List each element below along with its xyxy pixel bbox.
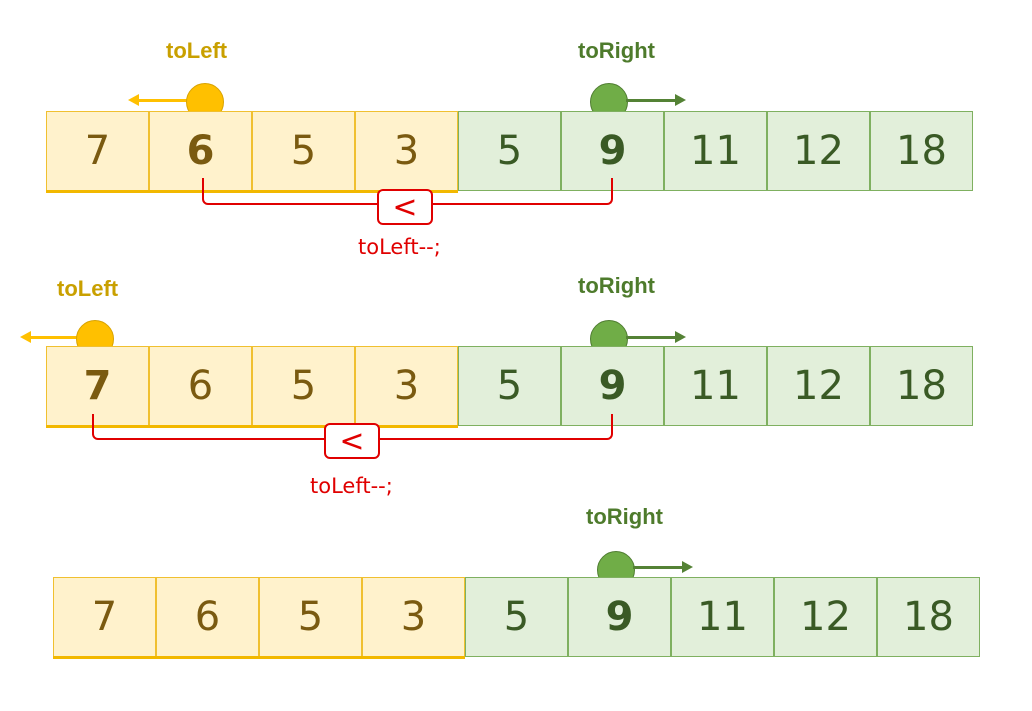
array-cell: 18: [877, 577, 980, 657]
array-cell: 7: [53, 577, 156, 657]
array-cell: 5: [458, 346, 561, 426]
step-2: toLeft toRight 7 6 5 3 5 9 11 12 18 < to…: [0, 0, 1032, 498]
right-arrow-icon: [626, 331, 686, 343]
array-cell: 12: [774, 577, 877, 657]
left-partition-underline: [46, 190, 458, 193]
array-cell: 5: [259, 577, 362, 657]
array-cell: 5: [252, 111, 355, 191]
array-cell: 12: [767, 111, 870, 191]
array-cell-to-left: 6: [149, 111, 252, 191]
step-1: toLeft toRight 7 6 5 3 5 9 11 12 18 < to…: [0, 0, 1032, 259]
array-cell: 18: [870, 111, 973, 191]
right-arrow-icon: [633, 561, 693, 573]
left-arrow-icon: [128, 94, 190, 106]
array-cell: 6: [156, 577, 259, 657]
left-arrow-icon: [20, 331, 80, 343]
array-cell-to-right: 9: [561, 111, 664, 191]
array-cell: 7: [46, 111, 149, 191]
array-cell: 18: [870, 346, 973, 426]
array-row: 7 6 5 3 5 9 11 12 18: [46, 111, 973, 191]
to-right-label: toRight: [578, 273, 655, 298]
array-cell: 5: [465, 577, 568, 657]
array-cell-to-right: 9: [561, 346, 664, 426]
to-right-label: toRight: [586, 504, 663, 529]
array-cell: 6: [149, 346, 252, 426]
array-cell: 5: [252, 346, 355, 426]
array-cell: 11: [664, 111, 767, 191]
left-partition-underline: [53, 656, 465, 659]
step-3: toRight 7 6 5 3 5 9 11 12 18: [0, 0, 1032, 659]
decrement-code: toLeft--;: [310, 474, 393, 498]
less-than-badge: <: [324, 423, 380, 459]
array-cell: 3: [355, 346, 458, 426]
array-cell: 11: [664, 346, 767, 426]
to-left-label: toLeft: [57, 276, 119, 301]
array-cell: 5: [458, 111, 561, 191]
array-cell: 12: [767, 346, 870, 426]
left-partition-underline: [46, 425, 458, 428]
to-right-label: toRight: [578, 38, 655, 63]
array-cell: 3: [355, 111, 458, 191]
right-arrow-icon: [626, 94, 686, 106]
array-cell-to-left: 7: [46, 346, 149, 426]
decrement-code: toLeft--;: [358, 235, 441, 259]
to-left-label: toLeft: [166, 38, 228, 63]
array-cell: 3: [362, 577, 465, 657]
array-cell: 11: [671, 577, 774, 657]
array-row: 7 6 5 3 5 9 11 12 18: [46, 346, 973, 426]
less-than-badge: <: [377, 189, 433, 225]
array-row: 7 6 5 3 5 9 11 12 18: [53, 577, 980, 657]
array-cell-to-right: 9: [568, 577, 671, 657]
